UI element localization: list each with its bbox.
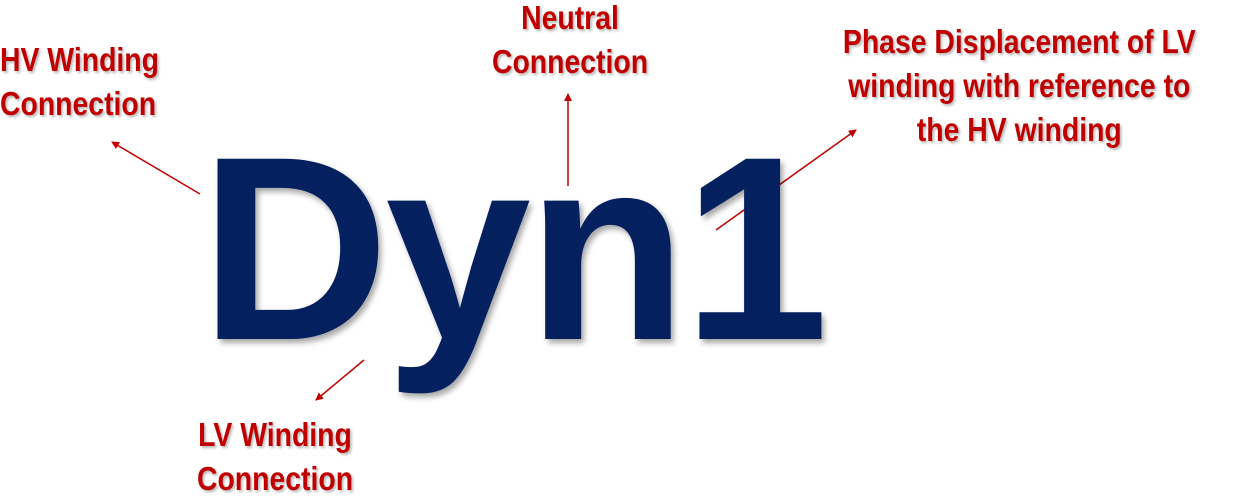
- phase-line-2: winding with reference to: [848, 67, 1191, 104]
- hv-winding-line-2: Connection: [0, 85, 157, 122]
- vector-group-code: Dyn1: [200, 102, 829, 395]
- lv-winding-label: LV Winding Connection: [176, 413, 374, 501]
- phase-line-3: the HV winding: [916, 111, 1122, 148]
- hv-winding-label: HV Winding Connection: [0, 38, 159, 126]
- hv-winding-line-1: HV Winding: [0, 41, 159, 78]
- hv-arrow: [111, 141, 201, 195]
- phase-line-1: Phase Displacement of LV: [842, 23, 1196, 60]
- neutral-line-1: Neutral: [521, 0, 619, 36]
- neutral-line-2: Connection: [491, 43, 649, 80]
- neutral-connection-label: Neutral Connection: [471, 0, 669, 84]
- lv-winding-line-2: Connection: [196, 460, 354, 497]
- lv-winding-line-1: LV Winding: [198, 416, 352, 453]
- phase-displacement-label: Phase Displacement of LV winding with re…: [800, 20, 1235, 152]
